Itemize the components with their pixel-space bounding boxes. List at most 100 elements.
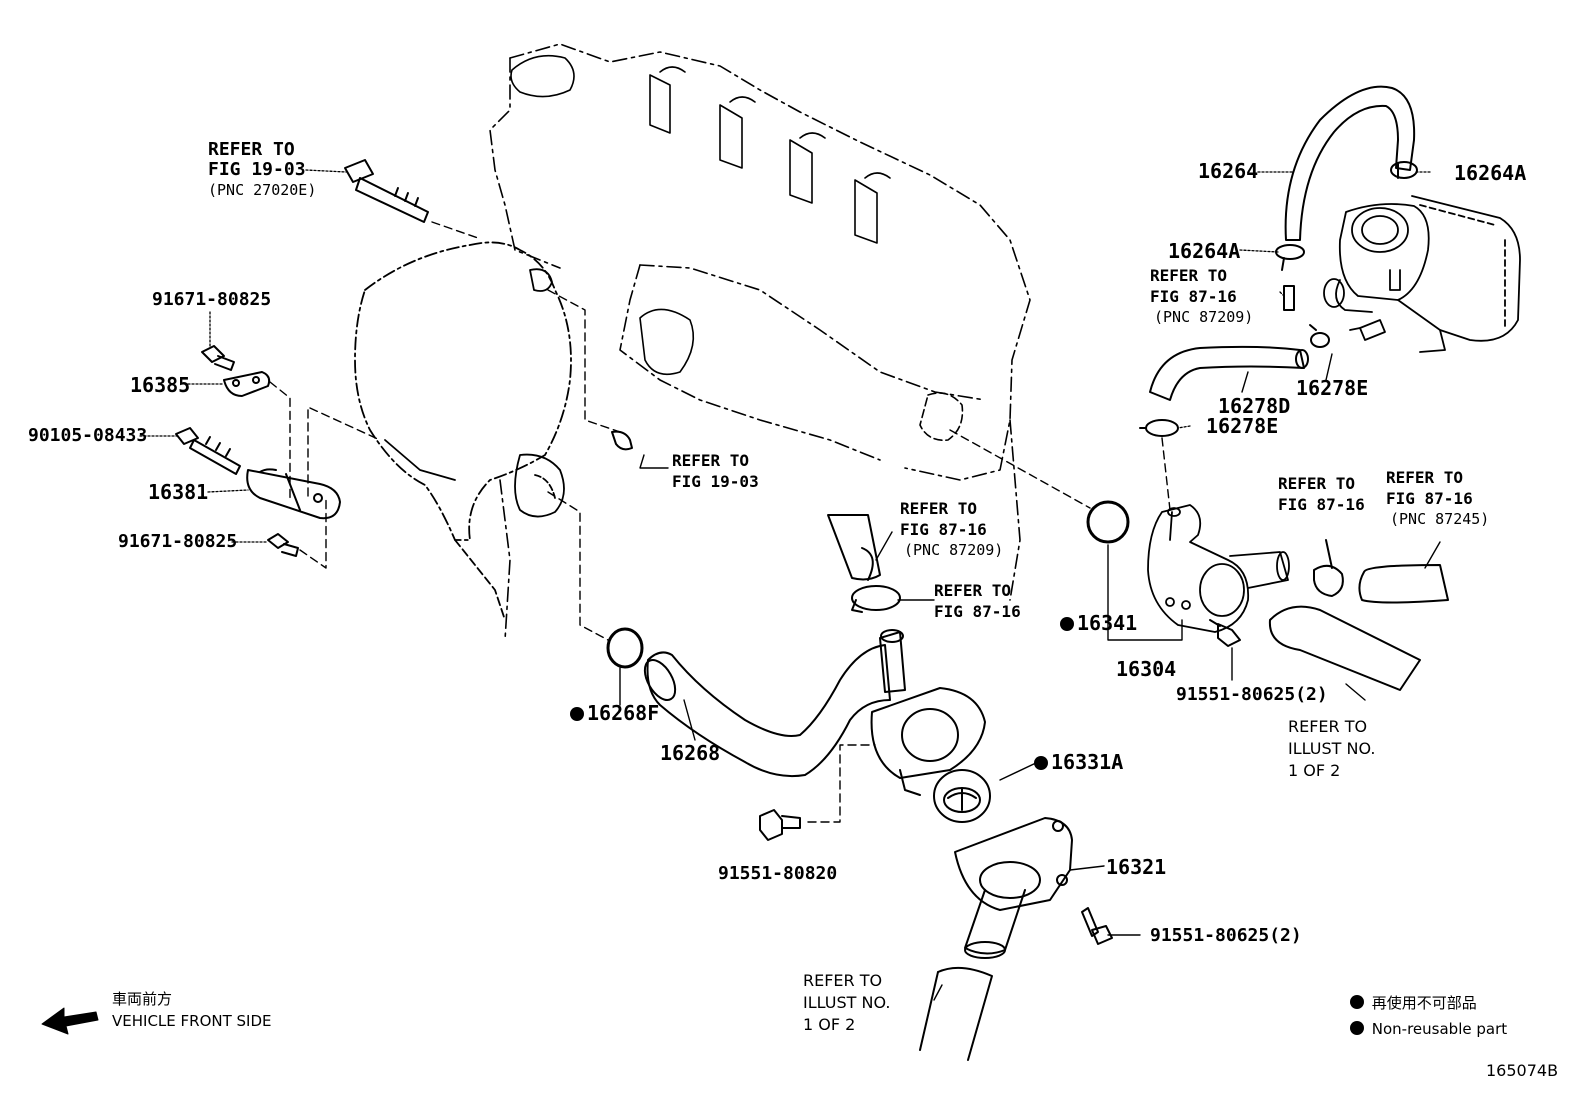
refer-line: REFER TO [803, 971, 883, 990]
diagram-id: 165074B [1486, 1061, 1559, 1080]
part-number-16268f: 16268F [570, 702, 659, 724]
timing-cover [354, 241, 572, 621]
part-number-16264: 16264 [1198, 159, 1259, 183]
legend-row-en: Non-reusable part [1350, 1016, 1507, 1042]
bolt-91671-bottom [267, 533, 299, 557]
clamp-16278e-left [1139, 419, 1179, 437]
part-number-16321: 16321 [1106, 855, 1167, 879]
part-number-91551-80820: 91551-80820 [718, 863, 838, 884]
refer-pnc: (PNC 87209) [1154, 308, 1254, 326]
bolt-91671-top [201, 345, 235, 371]
hose-16264 [1284, 85, 1416, 241]
leader-16278e [1161, 437, 1171, 511]
hose-16278d [1149, 345, 1309, 401]
refer-illust-bottom: REFER TO ILLUST NO. 1 OF 2 [803, 970, 890, 1036]
refer-illust-right: REFER TO ILLUST NO. 1 OF 2 [1288, 716, 1375, 782]
refer-pnc: (PNC 87209) [904, 541, 1004, 559]
part-number-text: 16331A [1051, 750, 1124, 774]
label-leaders [139, 169, 1431, 543]
refer-line: FIG 87-16 [934, 602, 1021, 621]
refer-line: FIG 87-16 [1278, 495, 1365, 514]
part-number-text: 16268F [587, 701, 660, 725]
refer-line: REFER TO [1386, 468, 1464, 487]
bolt-91551-80820 [759, 809, 801, 841]
gasket-16341 [1086, 500, 1130, 544]
refer-fig-19-03-top: REFER TO FIG 19-03 (PNC 27020E) [208, 140, 316, 200]
part-number-16278e-left: 16278E [1206, 414, 1279, 438]
refer-fig-87-16-clamp-right: REFER TO FIG 87-16 [1278, 473, 1365, 515]
non-reusable-dot [1060, 617, 1074, 631]
refer-fig-87-16-center: REFER TO FIG 87-16 (PNC 87209) [900, 498, 1003, 561]
part-number-91551-bottom: 91551-80625(2) [1150, 925, 1302, 946]
clip-19-03 [611, 430, 633, 451]
part-number-91551-right: 91551-80625(2) [1176, 684, 1328, 705]
hose-illust-right [1268, 605, 1421, 691]
legend-jp-text: 再使用不可部品 [1371, 994, 1477, 1012]
legend-row-jp: 再使用不可部品 [1350, 990, 1507, 1016]
label-leaders-solid [619, 353, 1441, 1001]
throttle-body [1323, 195, 1521, 353]
refer-line: REFER TO [900, 499, 978, 518]
water-outlet-16304 [1147, 504, 1290, 633]
hose-87245 [1358, 564, 1449, 604]
hose-bottom [919, 966, 993, 1061]
part-number-16381: 16381 [148, 480, 209, 504]
refer-line: FIG 19-03 [672, 472, 759, 491]
refer-line: FIG 19-03 [208, 159, 306, 180]
bracket-16381 [246, 468, 341, 520]
clamp-16264a-right [1390, 161, 1418, 179]
refer-line: REFER TO [934, 581, 1012, 600]
legend-en-text: Non-reusable part [1371, 1020, 1508, 1038]
non-reusable-legend: 再使用不可部品 Non-reusable part [1350, 990, 1507, 1042]
part-number-16304: 16304 [1116, 657, 1177, 681]
refer-line: REFER TO [1288, 717, 1368, 736]
refer-line: 1 OF 2 [803, 1015, 856, 1034]
vehicle-front-legend: 車両前方 VEHICLE FRONT SIDE [112, 988, 272, 1032]
o-ring-16268f [606, 627, 644, 669]
leader-80820 [807, 744, 876, 823]
part-number-90105: 90105-08433 [28, 425, 148, 446]
part-number-16268: 16268 [660, 741, 721, 765]
refer-fig-87-16-pnc87209: REFER TO FIG 87-16 (PNC 87209) [1150, 265, 1253, 328]
clamp-center [851, 585, 901, 613]
water-inlet-16321 [954, 817, 1073, 959]
leader-27020e [431, 221, 479, 239]
clamp-87-16-right [1313, 539, 1344, 597]
non-reusable-dot [1350, 995, 1364, 1009]
part-number-16331a: 16331A [1034, 751, 1123, 773]
hose-16268 [643, 629, 906, 778]
refer-line: REFER TO [672, 451, 750, 470]
leader-16341-16304 [1107, 544, 1183, 641]
refer-line: FIG 87-16 [900, 520, 987, 539]
non-reusable-dot [1350, 1021, 1364, 1035]
part-number-91671-bottom: 91671-80825 [118, 531, 238, 552]
pipe-87209-center [827, 514, 881, 581]
refer-fig-87-16-clamp: REFER TO FIG 87-16 [934, 580, 1021, 622]
refer-line: FIG 87-16 [1386, 489, 1473, 508]
cylinder-head-details [510, 54, 964, 442]
part-number-16341: 16341 [1060, 612, 1137, 634]
bracket-16385 [223, 371, 271, 397]
refer-line: REFER TO [1150, 266, 1228, 285]
bracket-leaders [269, 381, 381, 569]
bolt-91551-bottom [1081, 907, 1113, 945]
refer-line: ILLUST NO. [803, 993, 891, 1012]
refer-fig-87-16-pnc87245: REFER TO FIG 87-16 (PNC 87245) [1386, 467, 1489, 530]
front-arrow-icon [41, 1007, 99, 1035]
refer-line: FIG 87-16 [1150, 287, 1237, 306]
refer-line: REFER TO [1278, 474, 1356, 493]
part-number-16385: 16385 [130, 373, 191, 397]
refer-pnc: (PNC 27020E) [208, 181, 317, 199]
vehicle-front-jp: 車両前方 [112, 990, 173, 1008]
part-number-16278d: 16278D [1218, 394, 1291, 418]
refer-line: REFER TO [208, 139, 295, 160]
clamp-16264a-left [1275, 244, 1305, 271]
refer-line: 1 OF 2 [1288, 761, 1341, 780]
part-number-16264a-right: 16264A [1454, 161, 1527, 185]
flange-16268 [870, 687, 986, 796]
non-reusable-dot [570, 707, 584, 721]
bolt-27020e [344, 159, 429, 223]
leader-housing-left [547, 289, 1091, 641]
